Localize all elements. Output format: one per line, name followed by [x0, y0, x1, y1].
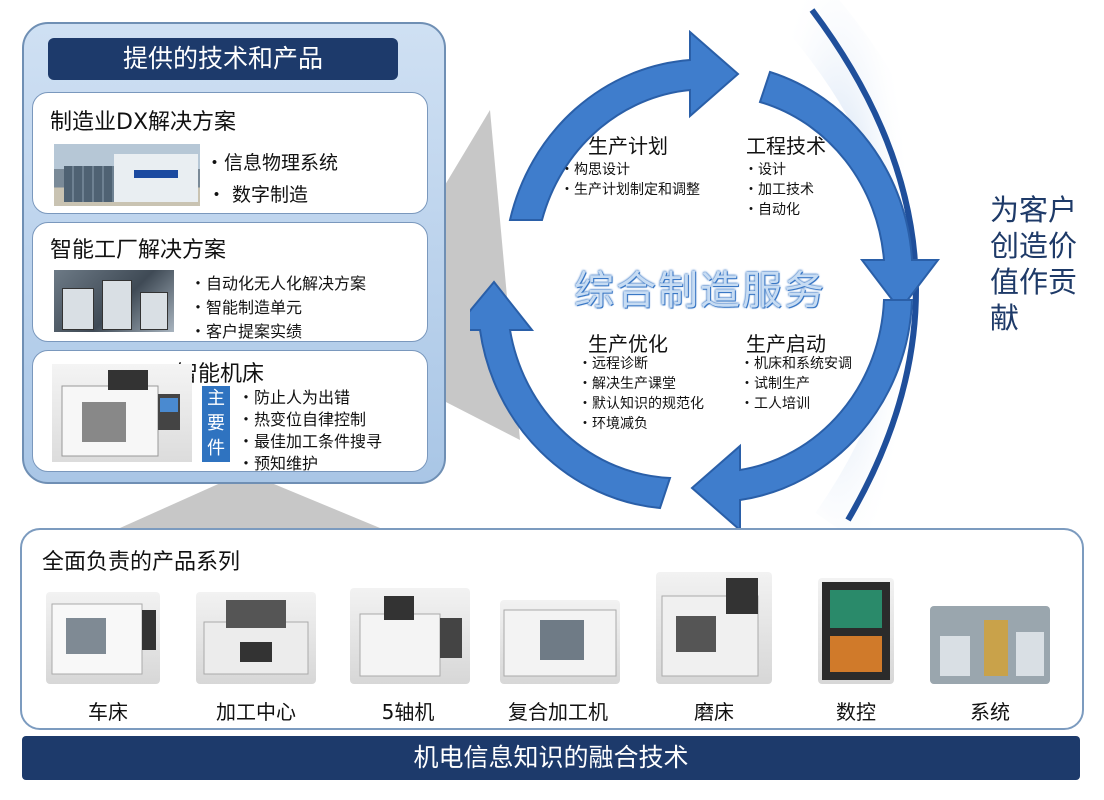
factory-item: ・客户提案实绩 — [190, 322, 303, 341]
series-title: 全面负责的产品系列 — [42, 550, 241, 575]
start-item: ・试制生产 — [740, 376, 810, 392]
plan-item: ・生产计划制定和调整 — [560, 182, 700, 198]
smart-machine-photo — [52, 364, 192, 462]
cycle-arrow-top — [508, 30, 740, 221]
start-item: ・机床和系统安调 — [740, 356, 852, 372]
offer-title: 提供的技术和产品 — [48, 38, 398, 80]
cycle-arrow-left — [470, 280, 672, 510]
dx-title: 制造业DX解决方案 — [50, 110, 237, 135]
main-parts-tag: 主要件 — [202, 386, 230, 462]
machine-tool-icon — [61, 370, 180, 457]
service-cycle — [470, 30, 940, 533]
plan-title: 生产计划 — [588, 134, 668, 158]
eng-item: ・加工技术 — [744, 182, 814, 198]
cycle-arrow-right — [758, 70, 940, 312]
lathe-image — [46, 592, 160, 684]
dx-item: ・ 数字制造 — [207, 184, 309, 206]
system-image — [930, 606, 1050, 684]
product-label-five-axis: 5轴机 — [381, 700, 435, 724]
machine-item: ・预知维护 — [238, 454, 319, 473]
factory-floor-photo — [54, 270, 174, 332]
eng-item: ・自动化 — [744, 202, 800, 218]
opt-item: ・环境减负 — [578, 416, 648, 432]
product-label-cnc: 数控 — [836, 700, 876, 724]
machine-item: ・最佳加工条件搜寻 — [238, 432, 383, 451]
footer-banner: 机电信息知识的融合技术 — [22, 736, 1080, 780]
funnel-from-series — [120, 472, 380, 528]
product-label-machining-center: 加工中心 — [216, 700, 296, 724]
start-item: ・工人培训 — [740, 396, 810, 412]
factory-item: ・智能制造单元 — [190, 298, 303, 317]
product-label-multitasking: 复合加工机 — [508, 700, 608, 724]
start-title: 生产启动 — [746, 332, 826, 356]
product-label-system: 系统 — [970, 700, 1010, 724]
grinder-image — [656, 572, 772, 684]
customer-value-text: 为客户创造价值作贡献 — [990, 193, 1078, 335]
cycle-arrow-bottom — [690, 299, 914, 533]
opt-item: ・解决生产课堂 — [578, 376, 676, 392]
opt-item: ・远程诊断 — [578, 356, 648, 372]
opt-title: 生产优化 — [588, 332, 668, 356]
machining-center-image — [196, 592, 316, 684]
five-axis-image — [350, 588, 470, 684]
plan-item: ・构思设计 — [560, 162, 630, 178]
machine-item: ・防止人为出错 — [238, 388, 351, 407]
eng-title: 工程技术 — [746, 134, 826, 158]
product-label-lathe: 车床 — [88, 700, 128, 724]
cnc-image — [818, 578, 894, 684]
dx-item: ・信息物理系统 — [205, 152, 339, 174]
opt-item: ・默认知识的规范化 — [578, 396, 704, 412]
machine-item: ・热变位自律控制 — [238, 410, 367, 429]
cycle-center-title: 综合制造服务 — [574, 268, 826, 314]
factory-title: 智能工厂解决方案 — [50, 238, 227, 263]
multitasking-image — [500, 600, 620, 684]
product-label-grinder: 磨床 — [694, 700, 734, 724]
factory-photo — [54, 144, 200, 206]
eng-item: ・设计 — [744, 162, 786, 178]
factory-item: ・自动化无人化解决方案 — [190, 274, 367, 293]
